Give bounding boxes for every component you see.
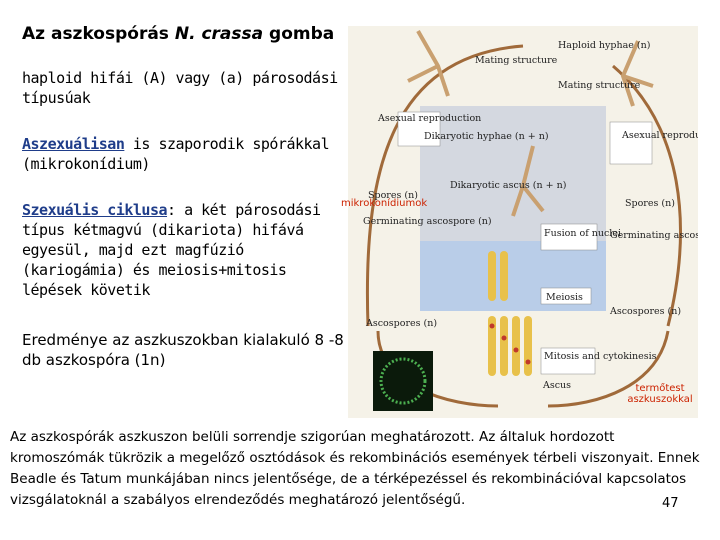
label-mating-right: Mating structure [558, 80, 641, 91]
label-ascus: Ascus [542, 380, 571, 391]
label-asexual-right: Asexual reproduction [621, 130, 698, 141]
footnote-text: Az aszkospórák aszkuszon belüli sorrendj… [10, 429, 700, 508]
cycle-arrow-bottom-right [547, 330, 670, 408]
paragraph-haploid: haploid hifái (A) vagy (a) párosodási tí… [22, 69, 338, 107]
label-mitosis: Mitosis and cytokinesis [544, 351, 657, 362]
label-ascospores-left: Ascospores (n) [365, 318, 437, 329]
label-mating-left: Mating structure [475, 55, 558, 66]
box-mitosis [540, 347, 596, 375]
hyphae-drawing [407, 30, 654, 217]
cycle-arrow-right [612, 64, 682, 327]
label-asexual-left: Asexual reproduction [377, 113, 481, 124]
page-number: 47 [662, 496, 679, 511]
box-meiosis [540, 287, 592, 305]
box-fusion [540, 223, 598, 251]
red-label-microconidia: mikrokonídiumok [341, 198, 428, 209]
label-ascospores-right: Ascospores (n) [609, 306, 681, 317]
label-dikaryotic-ascus: Dikaryotic ascus (n + n) [450, 180, 566, 191]
label-spores-left: Spores (n) [368, 190, 418, 201]
highlight-sexual: Szexuális ciklusa [22, 201, 168, 219]
label-germinating-left: Germinating ascospore (n) [363, 216, 492, 227]
box-asexual-left [397, 111, 441, 147]
paragraph-asexual: Aszexuálisan is szaporodik spórákkal (mi… [22, 135, 330, 173]
label-germinating-right: Germinating ascospore (n) [610, 230, 698, 241]
asci-drawing [488, 251, 532, 376]
label-fusion: Fusion of nuclei [544, 228, 621, 239]
dikaryon-band [420, 106, 606, 241]
perithecium-micrograph [373, 351, 433, 411]
label-haploid-hyphae: Haploid hyphae (n) [558, 40, 650, 51]
highlight-asexual: Aszexuálisan [22, 135, 125, 153]
cycle-arrow-left [365, 44, 524, 327]
life-cycle-svg: Mating structure Haploid hyphae (n) Mati… [363, 30, 720, 411]
label-dikaryotic-hyphae: Dikaryotic hyphae (n + n) [424, 131, 549, 142]
slide-title: Az aszkospórás N. crassa gomba [22, 24, 335, 44]
paragraph-sexual: Szexuális ciklusa: a két párosodási típu… [22, 201, 321, 299]
label-meiosis: Meiosis [546, 292, 583, 303]
paragraph-result: Eredménye az aszkuszokban kialakuló 8 -8… [22, 331, 344, 369]
box-asexual-right [609, 121, 653, 165]
red-label-fruiting-body: termőtest aszkuszokkal [627, 383, 693, 405]
life-cycle-diagram: Mating structure Haploid hyphae (n) Mati… [348, 26, 720, 418]
label-spores-right: Spores (n) [625, 198, 675, 209]
